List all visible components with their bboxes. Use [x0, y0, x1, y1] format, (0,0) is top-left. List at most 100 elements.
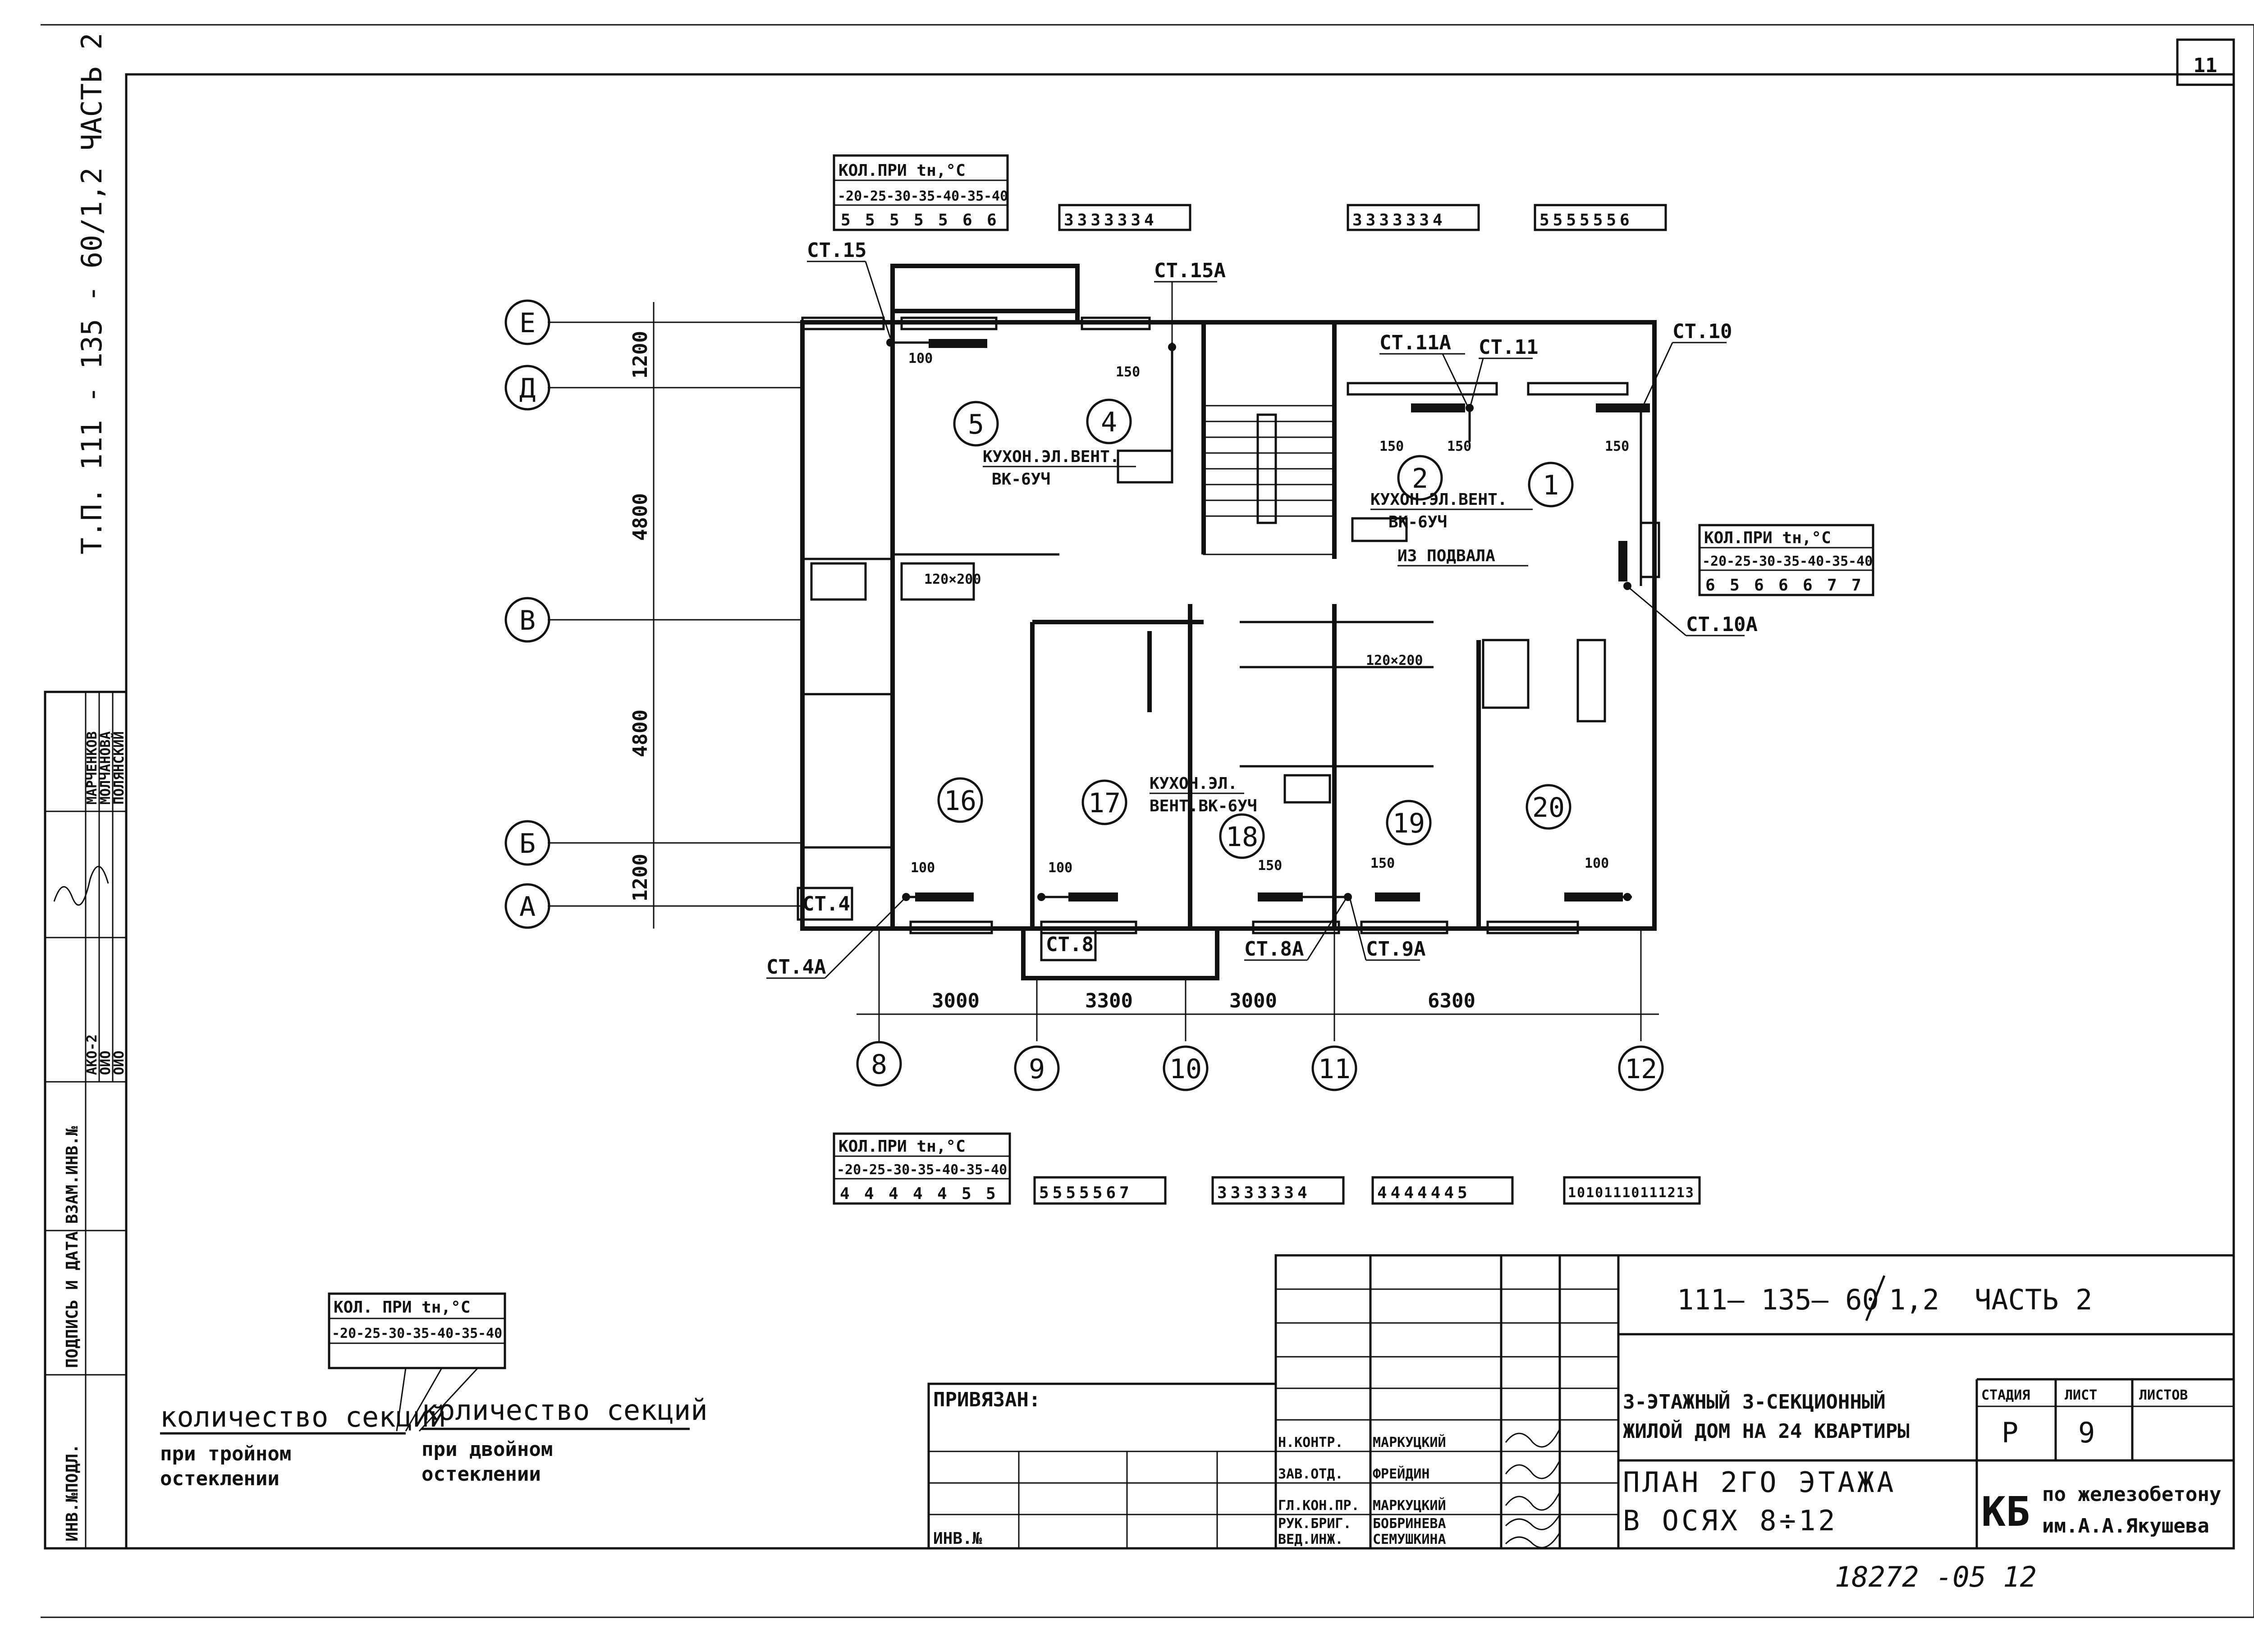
value-cell: 5 — [841, 211, 851, 229]
radiator — [1068, 892, 1118, 902]
project-code: 111– 135– 60 — [1677, 1283, 1879, 1316]
riser-label: СТ.10А — [1686, 613, 1758, 636]
axis-label-b: Б — [519, 828, 536, 860]
radiator — [1411, 403, 1465, 412]
value-cell: 4 — [840, 1185, 850, 1203]
section-strip — [1058, 204, 1191, 231]
legend-temp: -40 — [429, 1326, 454, 1341]
section-strip-values: 10101110111213 — [1568, 1185, 1695, 1201]
room-number: 2 — [1412, 463, 1428, 494]
value-cell: 6 — [1705, 576, 1715, 595]
temp-cell: -35 — [910, 1162, 934, 1178]
project-sub: 1,2 — [1889, 1283, 1939, 1316]
axis-label-e: Е — [519, 307, 536, 339]
window — [909, 920, 993, 934]
kitchen-vent-note: ВК-6УЧ — [992, 470, 1050, 489]
floor-plan — [800, 264, 1660, 980]
stamp-code: ОИО — [98, 1051, 114, 1075]
table-header: КОЛ.ПРИ tн,°С — [1704, 529, 1831, 547]
section-strip — [1563, 1176, 1701, 1205]
value-cell: 6 — [987, 211, 997, 229]
window — [1360, 920, 1448, 934]
org-mark: КБ — [1981, 1488, 2030, 1536]
temp-cell: -30 — [1751, 554, 1775, 569]
building-title: ЖИЛОЙ ДОМ НА 24 КВАРТИРЫ — [1623, 1419, 1910, 1443]
riser-label: СТ.9А — [1366, 938, 1425, 961]
signature-scribble — [1505, 1532, 1561, 1548]
stage-header: СТАДИЯ — [1981, 1387, 2030, 1403]
org-name: им.А.А.Якушева — [2042, 1515, 2209, 1538]
value-cell: 5 — [889, 211, 899, 229]
room-number: 5 — [968, 409, 984, 440]
room-number: 4 — [1101, 407, 1117, 438]
stamp-row-label: ВЗАМ.ИНВ.№ — [63, 1126, 82, 1224]
section-strip — [1347, 204, 1480, 231]
temp-cell: -25 — [861, 1162, 885, 1178]
value-cell: 4 — [937, 1185, 947, 1203]
window — [1081, 316, 1151, 330]
legend-caption: остеклении — [421, 1463, 541, 1486]
dimension-label: 1200 — [629, 854, 652, 902]
temp-cell: -20 — [1702, 554, 1727, 569]
temp-cell: -40 — [984, 188, 1008, 204]
axis-label-12: 12 — [1625, 1053, 1657, 1085]
pipe-dimension: 150 — [1370, 856, 1395, 871]
room-number: 17 — [1088, 787, 1121, 819]
signature-scribble — [1505, 1492, 1561, 1511]
signature-scribble — [1505, 1514, 1561, 1530]
temp-cell: -40 — [1800, 554, 1824, 569]
window — [1486, 920, 1579, 934]
dimension-label: 3000 — [1229, 989, 1277, 1012]
riser-labels: СТ.15 СТ.15А СТ.11А СТ.11 СТ.10 СТ.10А С… — [766, 239, 1758, 979]
dimension-label: 1200 — [629, 331, 652, 379]
temp-cell: -40 — [934, 1162, 958, 1178]
staff-role: ЗАВ.ОТД. — [1278, 1466, 1343, 1482]
staff-name: СЕМУШКИНА — [1373, 1532, 1446, 1547]
sheet-number-box — [2176, 38, 2235, 86]
temp-cell: -20 — [838, 188, 862, 204]
temp-cell: -35 — [959, 188, 984, 204]
stamp-row-label: ИНВ.№ПОДЛ. — [63, 1444, 82, 1542]
value-cell: 5 — [914, 211, 924, 229]
pipe-dimension: 150 — [1447, 439, 1471, 454]
temp-cell: -35 — [958, 1162, 983, 1178]
legend-caption: количество секций — [421, 1394, 708, 1427]
value-cell: 6 — [1803, 576, 1813, 595]
temp-cell: -40 — [1848, 554, 1873, 569]
sheets-header: ЛИСТОВ — [2139, 1387, 2188, 1403]
value-cell: 5 — [865, 211, 875, 229]
riser-label: СТ.4А — [766, 956, 826, 979]
value-cell: 4 — [889, 1185, 898, 1203]
stamp-name: ПОЛЯНСКИЙ — [111, 731, 127, 805]
axis-label-10: 10 — [1169, 1053, 1202, 1085]
value-cell: 5 — [1730, 576, 1740, 595]
window — [1347, 382, 1498, 396]
section-strip-values: 5555556 — [1539, 211, 1633, 229]
axis-grid-rows: Е Д В Б А 1200 4800 4800 1200 — [504, 299, 802, 929]
section-table-right: КОЛ.ПРИ tн,°С -20 -25 -30 -35 -40 -35 -4… — [1698, 524, 1874, 596]
project-part: ЧАСТЬ 2 — [1975, 1283, 2092, 1316]
window — [801, 316, 885, 330]
dimension-label: 3000 — [932, 989, 980, 1012]
room-number: 20 — [1532, 792, 1565, 824]
staff-role: Н.КОНТР. — [1278, 1435, 1343, 1451]
staff-role: ГЛ.КОН.ПР. — [1278, 1498, 1360, 1514]
staircase — [1203, 405, 1335, 555]
temp-cell: -40 — [935, 188, 959, 204]
pipe-dimension: 150 — [1258, 858, 1282, 874]
value-cell: 7 — [1851, 576, 1861, 595]
riser-label: СТ.4 — [802, 892, 850, 915]
section-table-bottom: КОЛ.ПРИ tн,°С -20 -25 -30 -35 -40 -35 -4… — [833, 1132, 1011, 1205]
dimension-label: 4800 — [629, 493, 652, 541]
duct-size: 120×200 — [924, 572, 981, 587]
section-table-top-left: КОЛ.ПРИ tн,°С -20 -25 -30 -35 -40 -35 -4… — [833, 154, 1009, 231]
sheet-header: ЛИСТ — [2065, 1387, 2097, 1403]
riser-label: СТ.15А — [1154, 259, 1226, 282]
value-cell: 5 — [986, 1185, 996, 1203]
bound-label: ПРИВЯЗАН: — [933, 1388, 1040, 1411]
drawing-title: В ОСЯХ 8÷12 — [1623, 1504, 1838, 1537]
value-cell: 6 — [1778, 576, 1788, 595]
room-number: 1 — [1543, 470, 1559, 501]
kitchen-stove — [1351, 517, 1408, 542]
